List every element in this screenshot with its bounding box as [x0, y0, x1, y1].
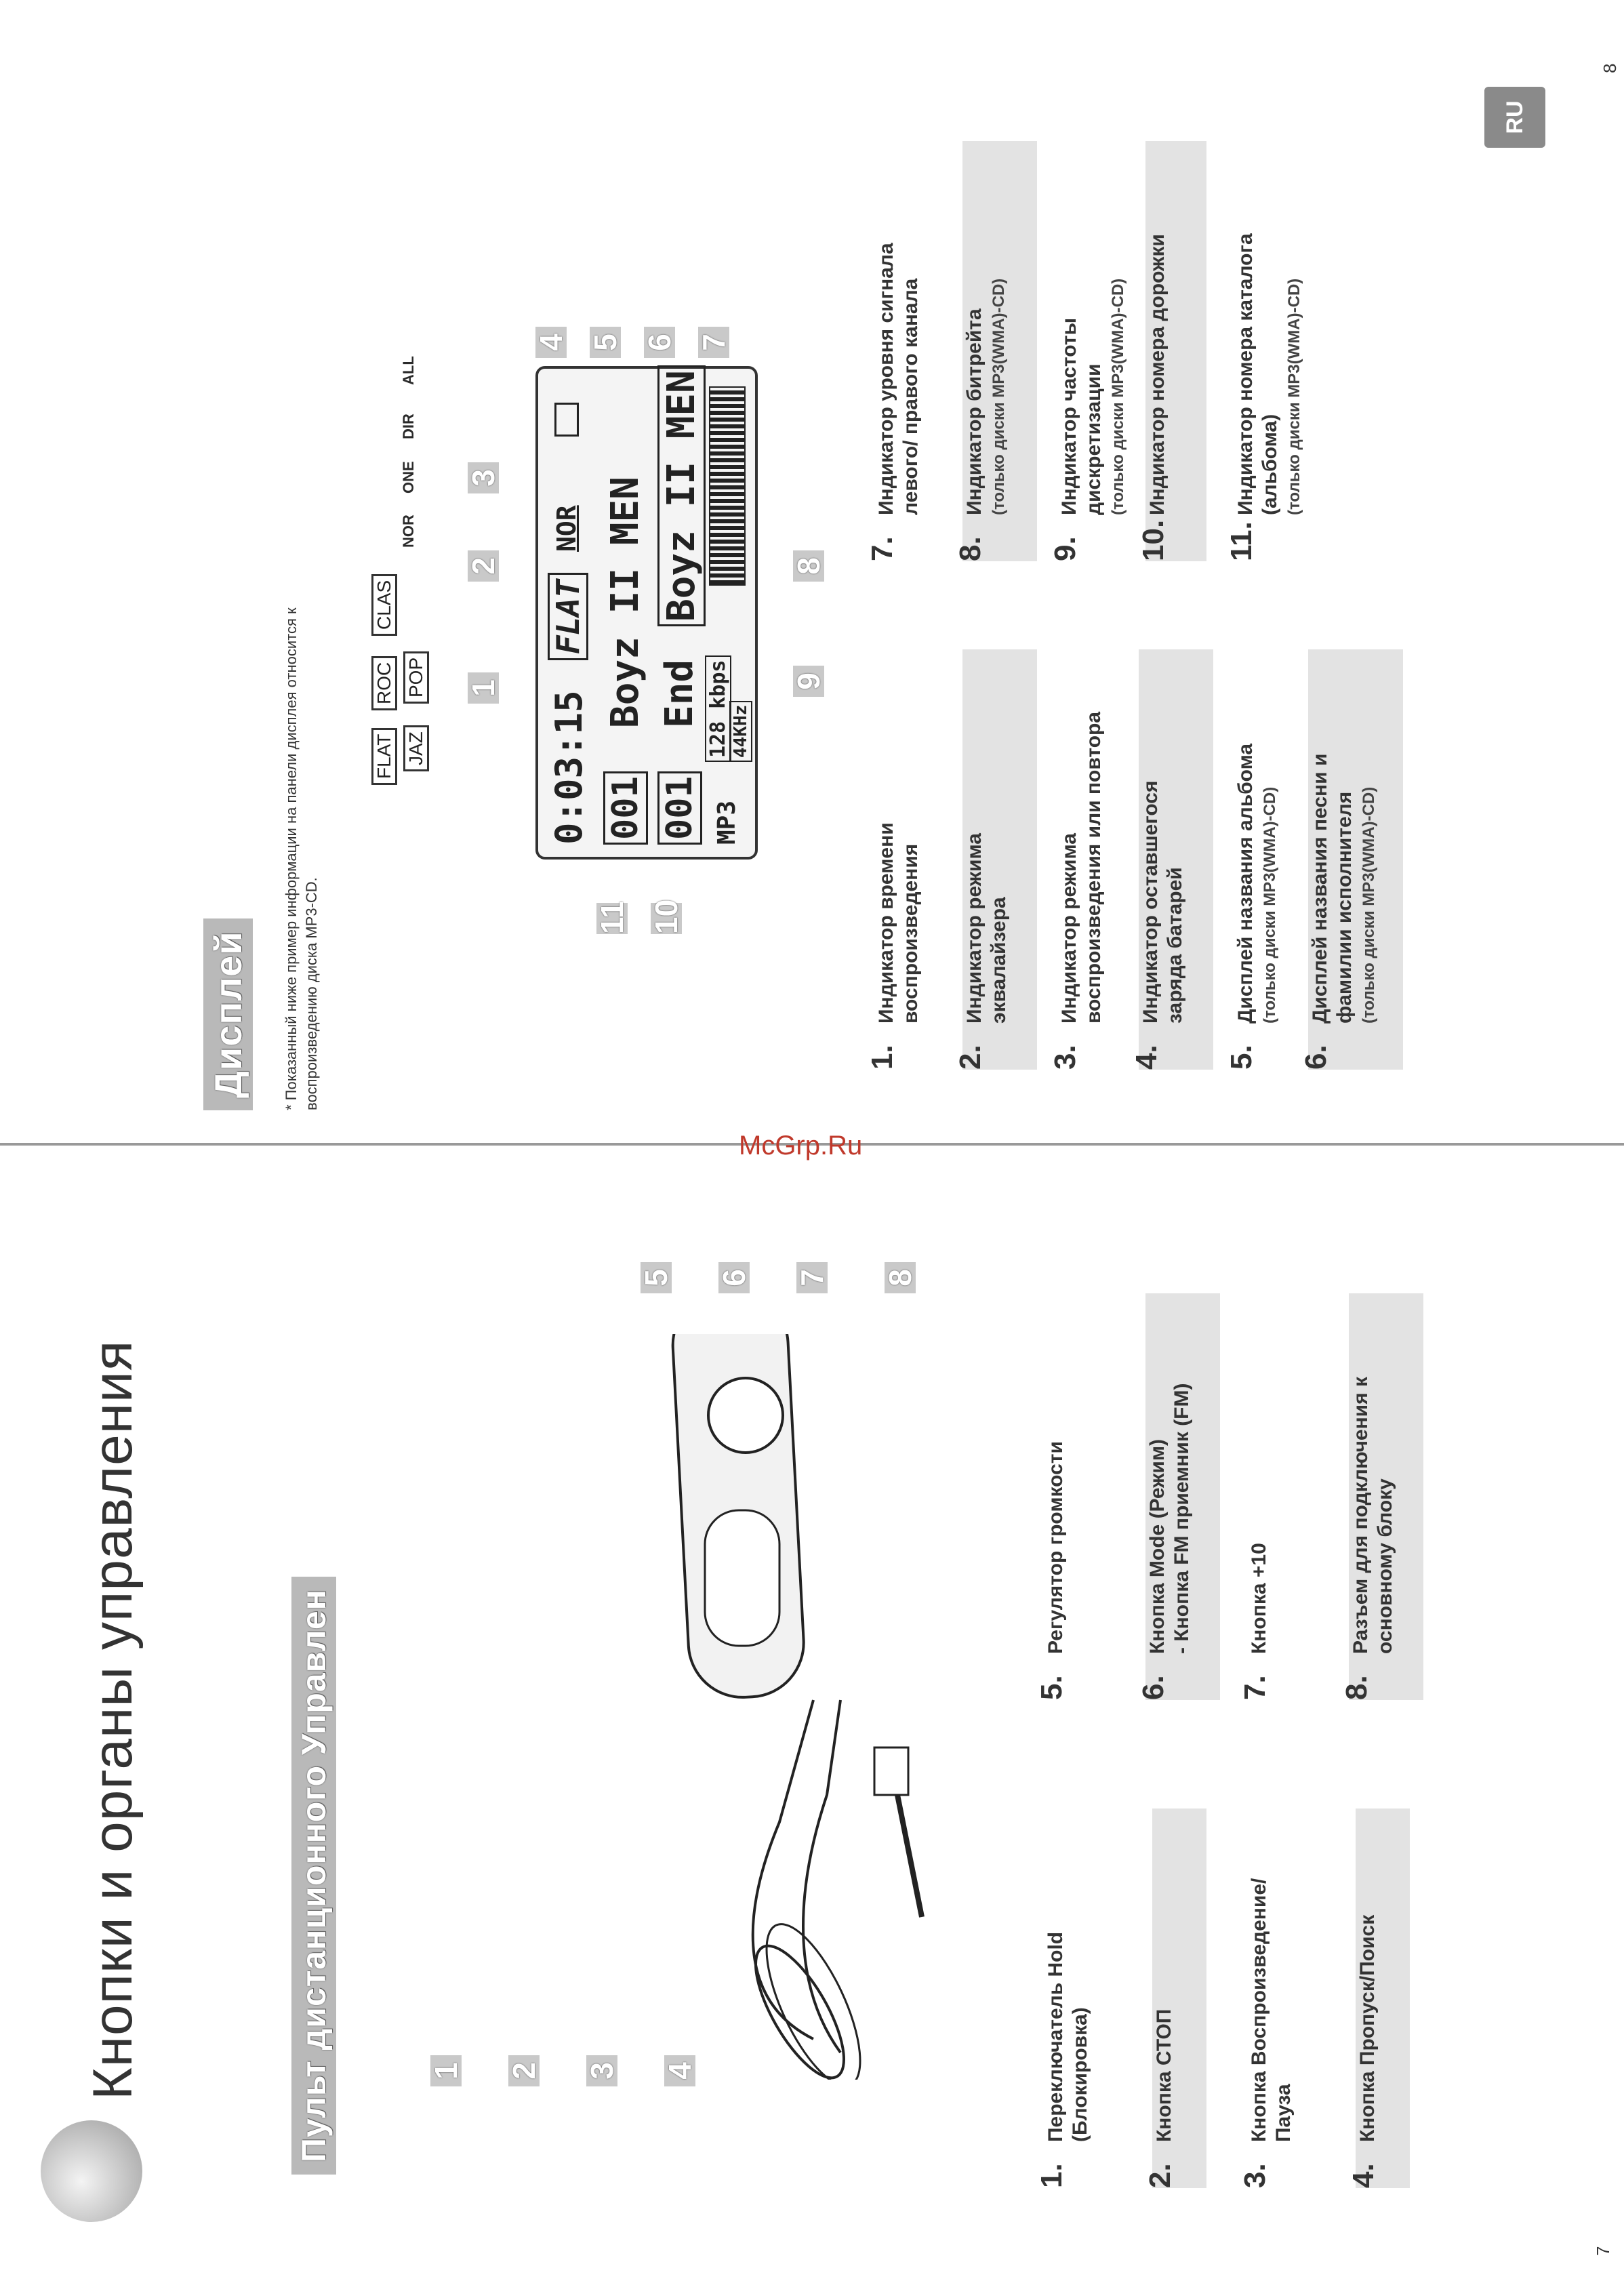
lcd-callout-2: 2: [466, 550, 501, 582]
battery-icon: [554, 403, 579, 437]
left-item-6: 6. Кнопка Mode (Режим)- Кнопка FM приемн…: [1137, 1293, 1220, 1700]
lcd-freq: 44KHz: [729, 700, 752, 762]
callout-3: 3: [584, 2055, 620, 2086]
lcd-format: MP3: [713, 800, 741, 845]
page-number-right: 8: [1600, 63, 1620, 73]
eq-jaz: JAZ: [403, 725, 429, 771]
callout-6: 6: [716, 1262, 752, 1293]
lcd-screen: 0:03:15 FLAT NOR 001 Boyz II MEN 001 End…: [535, 365, 758, 860]
eq-roc: ROC: [371, 655, 397, 710]
eq-pop: POP: [403, 651, 429, 704]
callout-2: 2: [506, 2055, 542, 2086]
lang-badge-text: RU: [1502, 100, 1528, 134]
callout-4: 4: [662, 2055, 697, 2086]
callout-8: 8: [882, 1262, 918, 1293]
lcd-callout-5: 5: [588, 327, 623, 358]
lcd-callout-7: 7: [696, 327, 731, 358]
level-meter: [709, 386, 746, 586]
lcd-callout-9: 9: [791, 666, 826, 697]
lcd-callout-4: 4: [533, 327, 569, 358]
lcd-song: End: [657, 659, 702, 728]
repeat-one: ONE: [400, 461, 417, 493]
decorative-circle: [41, 2120, 142, 2222]
lcd-artist: Boyz II MEN: [657, 365, 706, 626]
display-title: Дисплей: [203, 918, 253, 1110]
display-note: * Показанный ниже пример информации на п…: [283, 607, 320, 1110]
lang-badge: RU: [1484, 87, 1545, 148]
lcd-bitrate: 128 kbps: [705, 655, 731, 762]
repeat-nor: NOR: [400, 514, 417, 548]
page-number-left: 7: [1593, 2246, 1613, 2256]
callout-5: 5: [638, 1262, 674, 1293]
eq-clas: CLAS: [371, 573, 397, 636]
lcd-callout-11: 11: [594, 901, 630, 934]
callout-1: 1: [428, 2055, 464, 2086]
right-page: Дисплей * Показанный ниже пример информа…: [0, 0, 1624, 1137]
lcd-album-num: 001: [603, 771, 648, 845]
remote-control-illustration: [671, 1334, 925, 2080]
right-item-10: 10. Индикатор номера дорожки: [1137, 141, 1206, 561]
callout-7: 7: [794, 1262, 830, 1293]
lcd-callout-6: 6: [642, 327, 677, 358]
lcd-callout-3: 3: [466, 462, 501, 493]
lcd-album: Boyz II MEN: [603, 477, 647, 728]
eq-flat: FLAT: [371, 727, 397, 785]
repeat-dir: DIR: [400, 413, 417, 439]
section-title: Пульт дистанционного Управлен: [291, 1577, 336, 2175]
lcd-callout-8: 8: [791, 550, 826, 582]
lcd-callout-10: 10: [649, 899, 684, 934]
page-title: Кнопки и органы управления: [82, 1339, 144, 2100]
left-item-2: 2. Кнопка СТОП: [1143, 1809, 1206, 2188]
lcd-callout-1: 1: [466, 672, 501, 704]
left-item-4: 4. Кнопка Пропуск/Поиск: [1347, 1809, 1410, 2188]
lcd-eq: FLAT: [548, 573, 588, 660]
lcd-track-num: 001: [657, 771, 702, 845]
lcd-time: 0:03:15: [548, 690, 590, 845]
lcd-mode: NOR: [552, 505, 582, 552]
right-item-8: 8. Индикатор битрейта(только диски MP3(W…: [954, 141, 1037, 561]
repeat-all: ALL: [400, 356, 417, 385]
left-page: Кнопки и органы управления Пульт дистанц…: [0, 1144, 1624, 2283]
